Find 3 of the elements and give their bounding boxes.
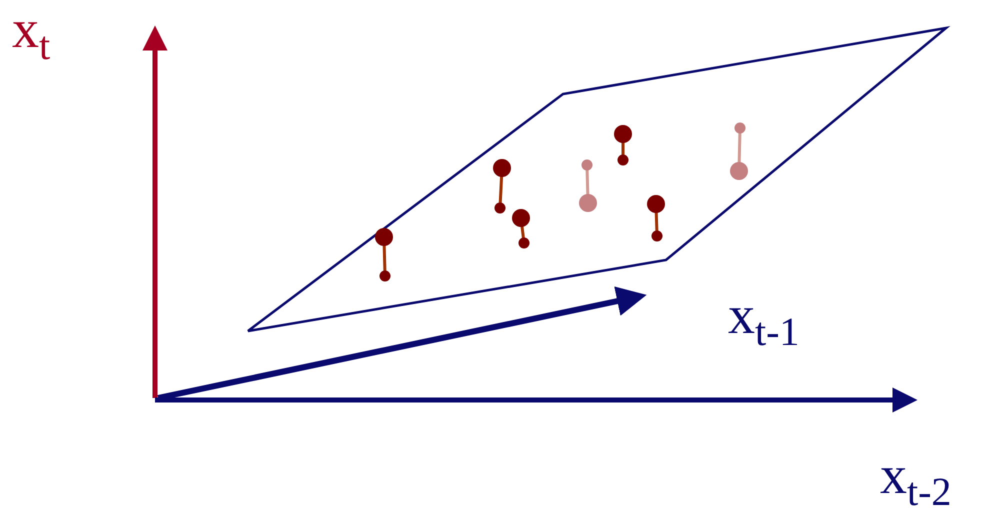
axis-label: x$_{t-2}$: [880, 448, 952, 512]
axis-label: x$_{t-1}$: [728, 288, 800, 352]
axis-label: x$_{t}$: [12, 2, 50, 66]
